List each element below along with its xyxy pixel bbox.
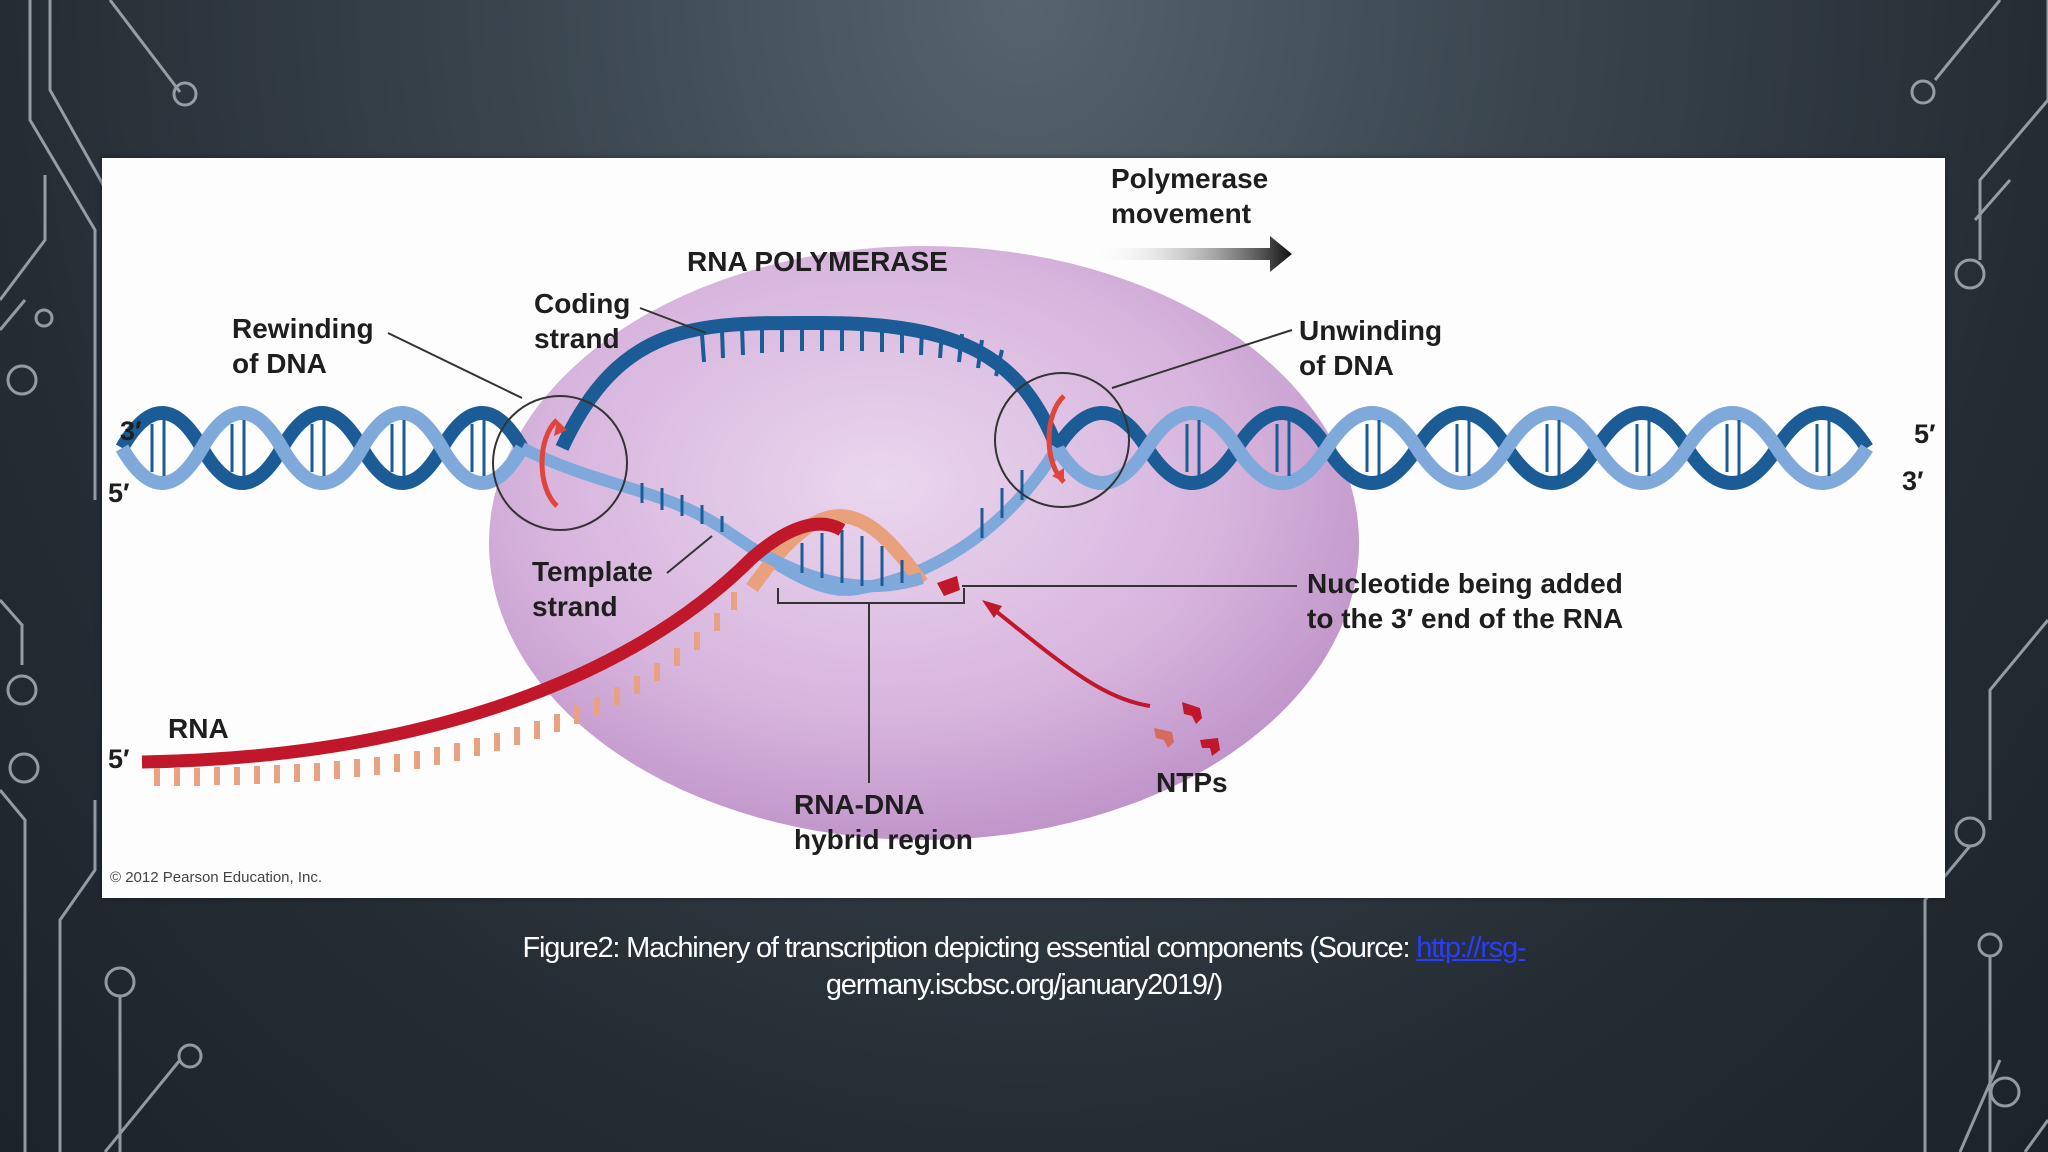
nucleotide-label-line2: to the 3′ end of the RNA bbox=[1307, 603, 1623, 634]
dna-right-top-end: 5′ bbox=[1914, 419, 1936, 449]
template-strand-label-line1: Template bbox=[532, 556, 653, 587]
copyright-notice: © 2012 Pearson Education, Inc. bbox=[110, 869, 322, 886]
polymerase-movement-arrow bbox=[1092, 236, 1292, 272]
rna-dna-hybrid bbox=[746, 509, 928, 593]
dna-double-helix-right bbox=[1051, 406, 1873, 490]
rewinding-label-line1: Rewinding bbox=[232, 313, 374, 344]
caption-source-link[interactable]: http://rsg- bbox=[1416, 932, 1527, 964]
dna-right-bottom-end: 3′ bbox=[1902, 466, 1924, 496]
ntp-arrow-head bbox=[982, 600, 1002, 618]
unwinding-zone bbox=[994, 372, 1130, 508]
rewinding-zone bbox=[492, 395, 628, 531]
rna-5-prime-end: 5′ bbox=[108, 744, 130, 774]
nucleotide-label-line1: Nucleotide being added bbox=[1307, 568, 1623, 599]
polymerase-movement-label-line2: movement bbox=[1111, 198, 1251, 229]
rna-strand bbox=[141, 517, 846, 786]
rna-polymerase-body bbox=[489, 246, 1359, 840]
hybrid-region-label-line2: hybrid region bbox=[794, 824, 973, 855]
ntp-incoming-arrow bbox=[990, 606, 1151, 708]
nucleotide-being-added bbox=[937, 576, 960, 596]
rewinding-label-line2: of DNA bbox=[232, 348, 327, 379]
dna-double-helix-left bbox=[115, 406, 529, 490]
coding-strand-label-line2: strand bbox=[534, 323, 620, 354]
ntps-icon bbox=[1154, 702, 1220, 756]
coding-strand bbox=[555, 315, 1064, 451]
figure-caption: Figure2: Machinery of transcription depi… bbox=[0, 930, 2048, 1004]
unwinding-label-line1: Unwinding bbox=[1299, 315, 1442, 346]
dna-left-bottom-end: 5′ bbox=[108, 478, 130, 508]
dna-left-top-end: 3′ bbox=[120, 416, 142, 446]
rna-label: RNA bbox=[168, 713, 229, 744]
caption-link-part1: http://rsg- bbox=[1416, 932, 1527, 964]
caption-link-part2: germany.iscbsc.org/january2019/ bbox=[825, 969, 1215, 1001]
unwinding-label-line2: of DNA bbox=[1299, 350, 1394, 381]
transcription-diagram: RNA POLYMERASE Polymerase movement Codin… bbox=[108, 163, 1936, 886]
polymerase-movement-label-line1: Polymerase bbox=[1111, 163, 1268, 194]
coding-strand-label-line1: Coding bbox=[534, 288, 630, 319]
template-strand-label-line2: strand bbox=[532, 591, 618, 622]
ntps-label: NTPs bbox=[1156, 767, 1228, 798]
caption-suffix: ) bbox=[1213, 969, 1224, 1001]
caption-text: Figure2: Machinery of transcription depi… bbox=[522, 932, 1417, 964]
leader-lines bbox=[387, 307, 1297, 783]
figure-panel: RNA POLYMERASE Polymerase movement Codin… bbox=[102, 158, 1945, 898]
rna-polymerase-title: RNA POLYMERASE bbox=[687, 246, 948, 277]
hybrid-region-label-line1: RNA-DNA bbox=[794, 789, 925, 820]
